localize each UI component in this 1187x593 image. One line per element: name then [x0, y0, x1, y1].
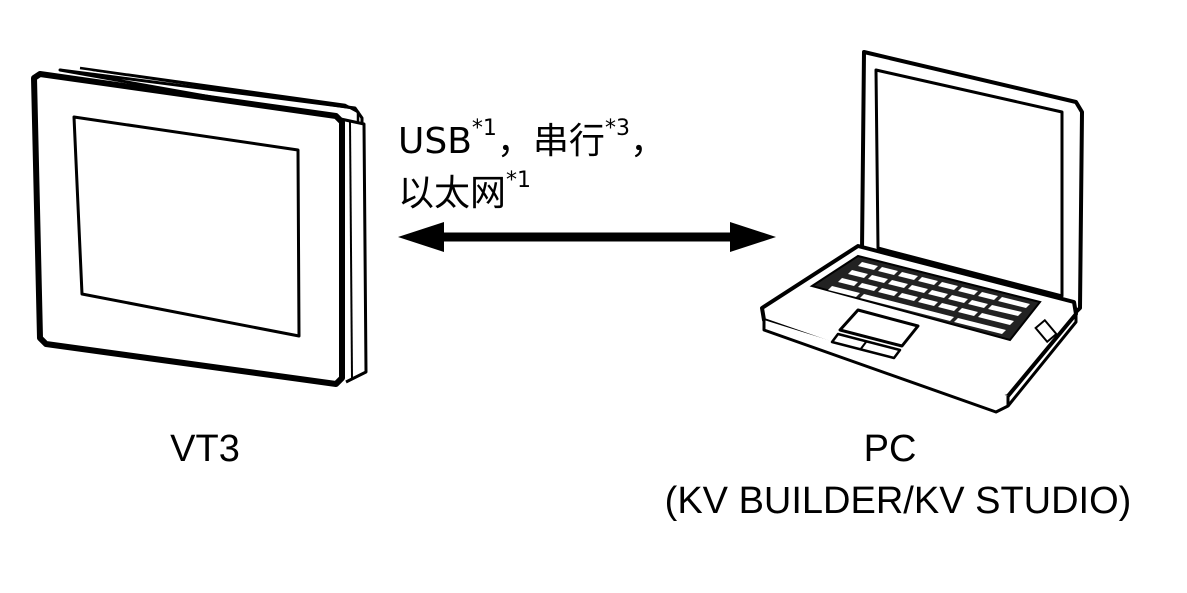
separator: ， — [496, 121, 533, 162]
usb-footnote: *1 — [471, 116, 497, 141]
pc-software-caption: (KV BUILDER/KV STUDIO) — [664, 480, 1132, 522]
connection-types-line1: USB*1，串行*3， — [398, 118, 666, 162]
vt3-caption: VT3 — [170, 428, 240, 470]
laptop-computer-icon — [760, 50, 1084, 414]
vt3-display-icon — [31, 66, 368, 387]
pc-caption: PC — [863, 428, 917, 470]
serial-label: 串行 — [532, 121, 605, 162]
connection-types-line2: 以太网*1 — [398, 170, 531, 214]
ethernet-footnote: *1 — [506, 168, 532, 193]
usb-label: USB — [398, 121, 472, 162]
serial-footnote: *3 — [604, 116, 630, 141]
ethernet-label: 以太网 — [398, 173, 507, 214]
separator: ， — [629, 121, 666, 162]
